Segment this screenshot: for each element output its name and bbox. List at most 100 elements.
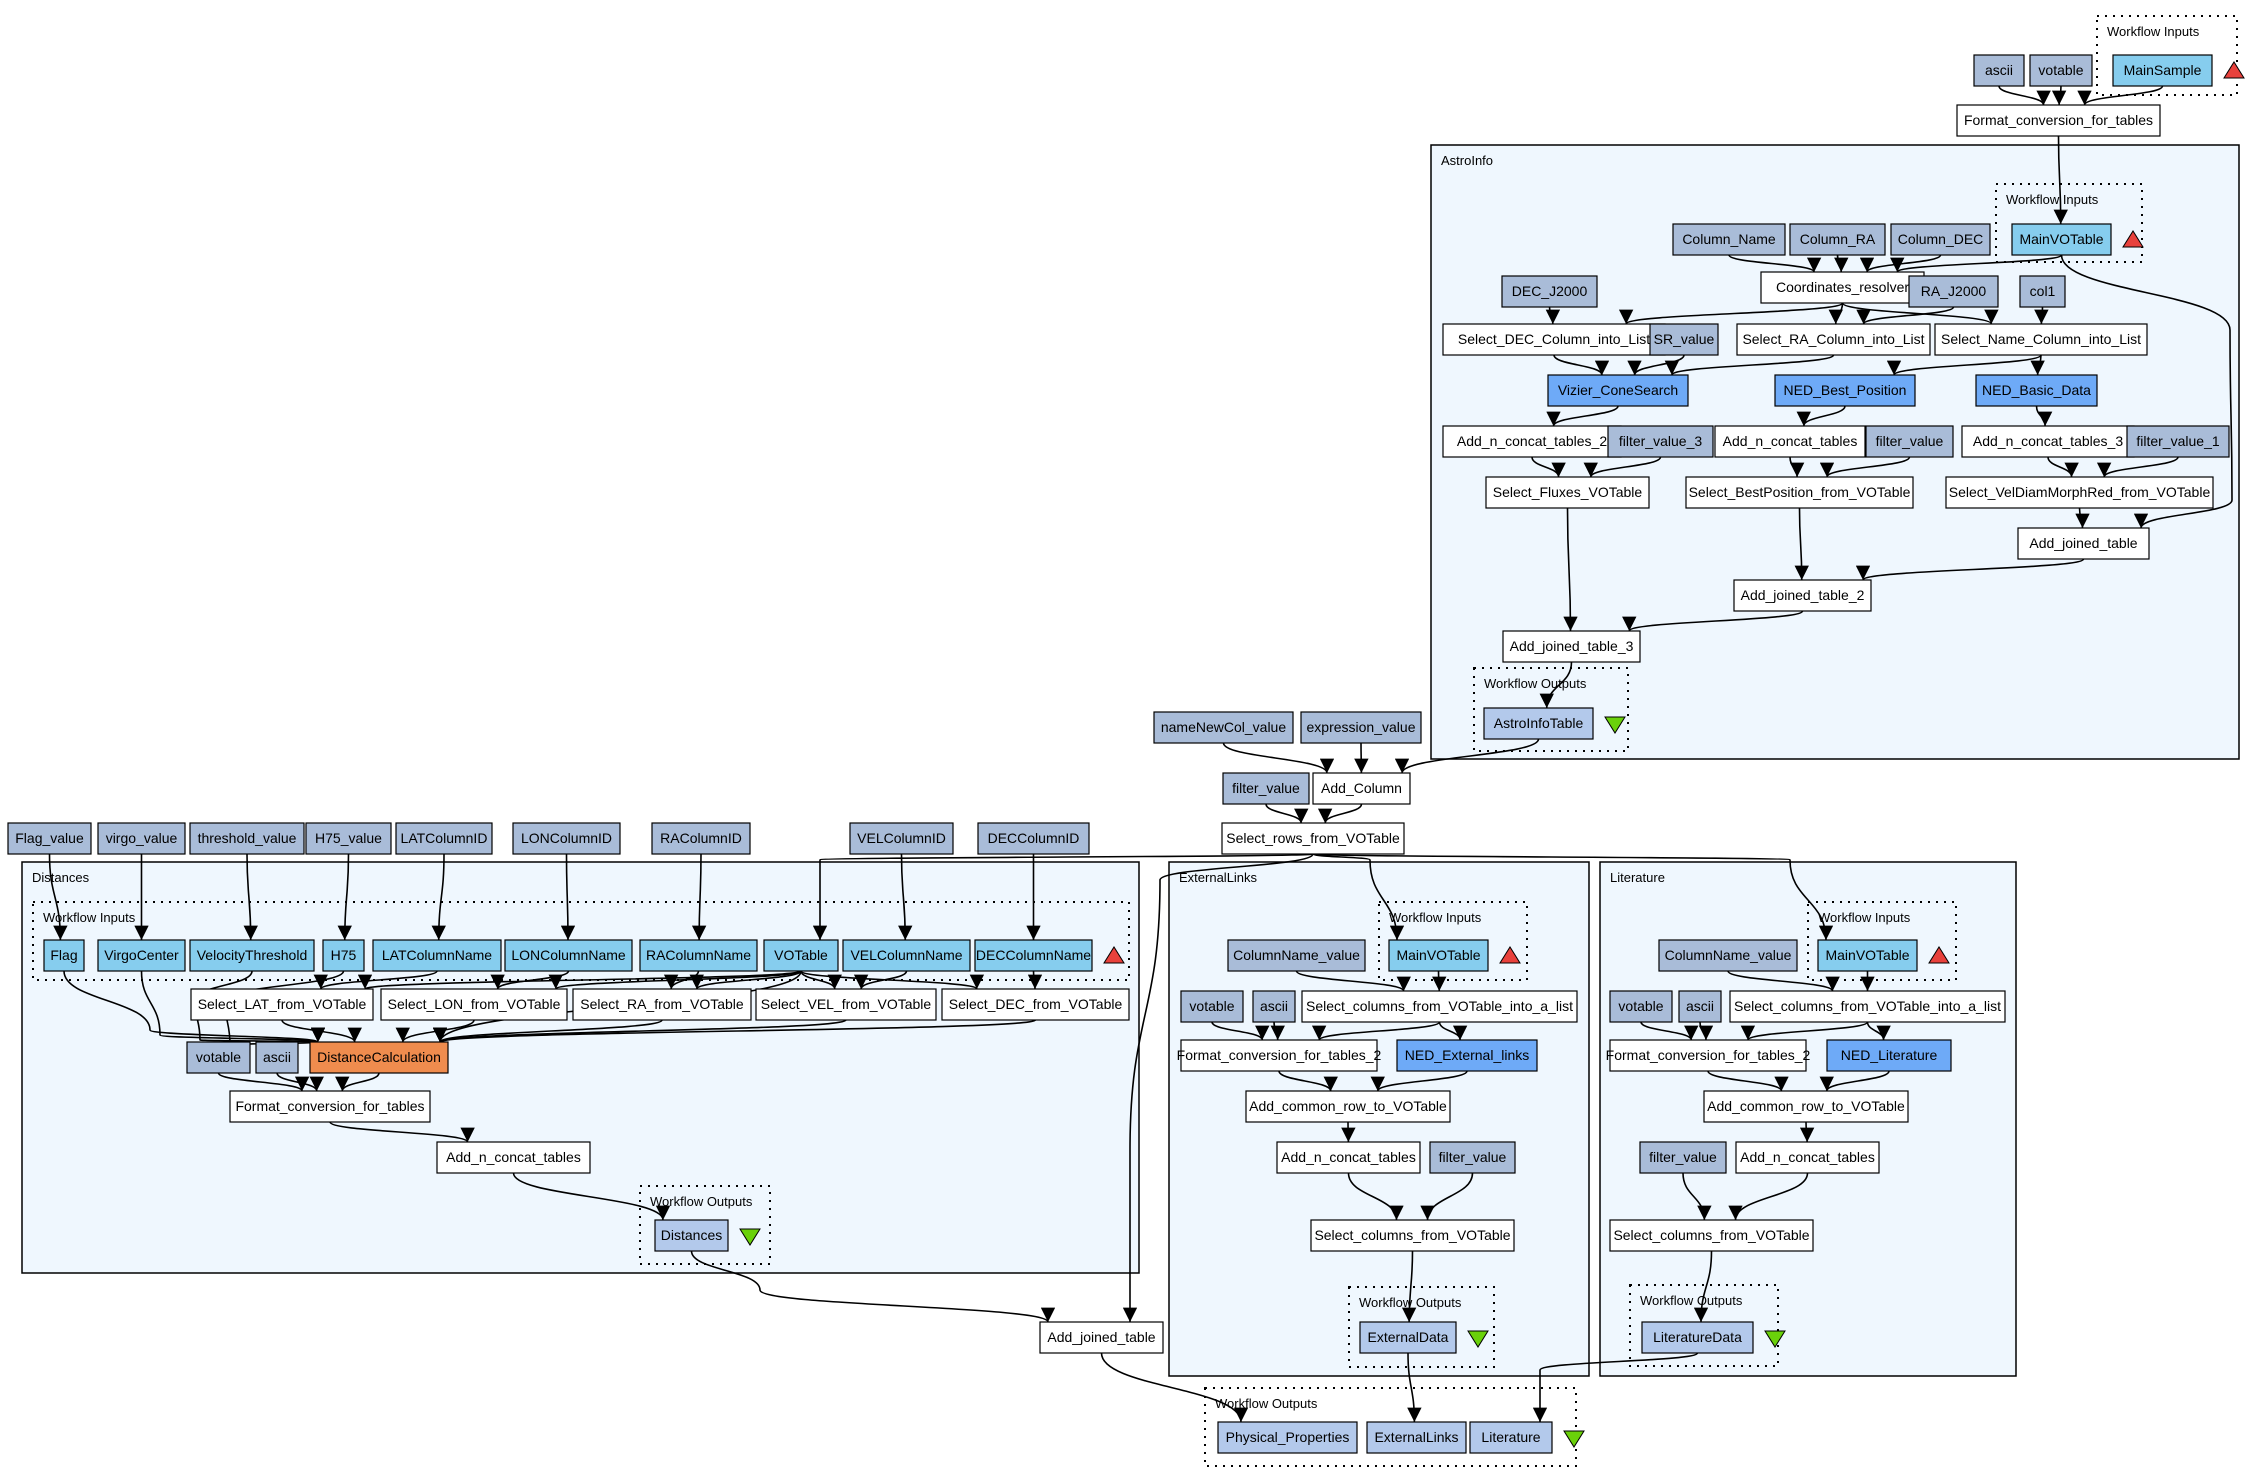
node-l-addrow[interactable]: Add_common_row_to_VOTable [1703,1090,1909,1123]
node-d-selvel[interactable]: Select_VEL_from_VOTable [755,988,937,1021]
node-a-out[interactable]: AstroInfoTable [1483,707,1594,740]
node-m-selrows[interactable]: Select_rows_from_VOTable [1221,822,1405,855]
node-a-fv3[interactable]: filter_value_3 [1607,425,1714,458]
node-g-ra[interactable]: RAColumnID [651,822,751,855]
node-l-votable[interactable]: votable [1609,990,1673,1023]
node-d-sellon[interactable]: Select_LON_from_VOTable [380,988,568,1021]
node-a-selra[interactable]: Select_RA_Column_into_List [1736,323,1931,356]
node-a-selbest[interactable]: Select_BestPosition_from_VOTable [1685,476,1914,509]
node-l-selvot[interactable]: Select_columns_from_VOTable [1609,1219,1814,1252]
node-a-seldec[interactable]: Select_DEC_Column_into_List [1442,323,1666,356]
node-t-mainsample[interactable]: MainSample [2112,54,2213,87]
node-a-fv[interactable]: filter_value [1865,425,1954,458]
node-d-votable[interactable]: votable [186,1041,251,1074]
node-g-vel[interactable]: VELColumnID [849,822,954,855]
node-label: nameNewCol_value [1161,719,1287,735]
node-a-vizier[interactable]: Vizier_ConeSearch [1547,374,1689,407]
node-d-ra[interactable]: RAColumnName [639,939,758,972]
node-l-format[interactable]: Format_conversion_for_tables_2 [1606,1039,1811,1072]
node-a-fv1[interactable]: filter_value_1 [2126,425,2230,458]
node-d-flag[interactable]: Flag [43,939,85,972]
node-m-namecol[interactable]: nameNewCol_value [1153,711,1294,744]
node-a-col1[interactable]: col1 [2019,275,2066,308]
node-g-lon[interactable]: LONColumnID [512,822,621,855]
node-d-vth[interactable]: VelocityThreshold [189,939,315,972]
node-m-expr[interactable]: expression_value [1300,711,1422,744]
node-e-addrow[interactable]: Add_common_row_to_VOTable [1245,1090,1451,1123]
node-l-mainvot[interactable]: MainVOTable [1817,939,1918,972]
node-g-h75[interactable]: H75_value [305,822,392,855]
node-e-selcols[interactable]: Select_columns_from_VOTable_into_a_list [1301,990,1578,1023]
node-g-flag[interactable]: Flag_value [7,822,92,855]
node-e-mainvot[interactable]: MainVOTable [1388,939,1489,972]
node-m-addcol[interactable]: Add_Column [1312,772,1411,805]
node-a-selflux[interactable]: Select_Fluxes_VOTable [1485,476,1650,509]
node-l-ned[interactable]: NED_Literature [1826,1039,1952,1072]
node-l-out[interactable]: LiteratureData [1641,1321,1754,1354]
node-o-ext[interactable]: ExternalLinks [1366,1421,1467,1454]
node-d-sellat[interactable]: Select_LAT_from_VOTable [190,988,374,1021]
node-t-format[interactable]: Format_conversion_for_tables [1956,104,2161,137]
node-a-addj[interactable]: Add_joined_table [2017,527,2150,560]
node-d-vot[interactable]: VOTable [763,939,839,972]
node-a-sr[interactable]: SR_value [1649,323,1719,356]
node-e-ascii[interactable]: ascii [1252,990,1296,1023]
node-a-colra[interactable]: Column_RA [1789,223,1886,256]
node-d-ascii[interactable]: ascii [255,1041,299,1074]
node-l-addn[interactable]: Add_n_concat_tables [1735,1141,1880,1174]
node-d-dec[interactable]: DECColumnName [974,939,1093,972]
node-l-fv[interactable]: filter_value [1639,1141,1727,1174]
node-a-raj[interactable]: RA_J2000 [1908,275,1999,308]
node-g-virgo[interactable]: virgo_value [97,822,186,855]
node-e-colname[interactable]: ColumnName_value [1227,939,1366,972]
node-a-coldec[interactable]: Column_DEC [1890,223,1991,256]
node-d-lat[interactable]: LATColumnName [372,939,502,972]
node-d-addn[interactable]: Add_n_concat_tables [436,1141,591,1174]
edge-a-coord-to-a-seldec [1619,302,1844,325]
node-d-h75[interactable]: H75 [322,939,365,972]
edge-a-col1-to-a-selname [2034,306,2049,325]
node-d-lon[interactable]: LONColumnName [504,939,633,972]
node-a-selvel[interactable]: Select_VelDiamMorphRed_from_VOTable [1945,476,2214,509]
node-a-nedbest[interactable]: NED_Best_Position [1774,374,1916,407]
node-m-filter[interactable]: filter_value [1222,772,1310,805]
node-e-out[interactable]: ExternalData [1359,1321,1457,1354]
cluster-label: Workflow Inputs [2006,192,2099,207]
node-g-lat[interactable]: LATColumnID [395,822,493,855]
node-a-mainvot[interactable]: MainVOTable [2011,223,2112,256]
node-a-colname[interactable]: Column_Name [1672,223,1786,256]
node-o-phys[interactable]: Physical_Properties [1217,1421,1358,1454]
node-e-selvot[interactable]: Select_columns_from_VOTable [1310,1219,1515,1252]
node-l-colname[interactable]: ColumnName_value [1658,939,1798,972]
node-d-virgo[interactable]: VirgoCenter [97,939,186,972]
node-a-addj3[interactable]: Add_joined_table_3 [1502,630,1641,663]
node-g-dec[interactable]: DECColumnID [977,822,1090,855]
node-d-vel[interactable]: VELColumnName [842,939,971,972]
node-e-ned[interactable]: NED_External_links [1396,1039,1538,1072]
edge-d-vot-to-d-selra [689,970,802,990]
node-e-format[interactable]: Format_conversion_for_tables_2 [1177,1039,1382,1072]
node-o-lit[interactable]: Literature [1469,1421,1553,1454]
node-a-nedbasic[interactable]: NED_Basic_Data [1975,374,2098,407]
node-e-votable[interactable]: votable [1180,990,1244,1023]
node-l-ascii[interactable]: ascii [1678,990,1722,1023]
node-e-addn[interactable]: Add_n_concat_tables [1276,1141,1421,1174]
node-a-addn2[interactable]: Add_n_concat_tables_2 [1442,425,1622,458]
node-t-votable[interactable]: votable [2029,54,2093,87]
node-d-out[interactable]: Distances [654,1219,729,1252]
node-e-fv[interactable]: filter_value [1429,1141,1516,1174]
node-t-ascii[interactable]: ascii [1973,54,2025,87]
node-d-calc[interactable]: DistanceCalculation [309,1041,449,1074]
node-l-selcols[interactable]: Select_columns_from_VOTable_into_a_list [1729,990,2006,1023]
node-a-selname[interactable]: Select_Name_Column_into_List [1934,323,2148,356]
node-d-selra[interactable]: Select_RA_from_VOTable [572,988,752,1021]
node-a-coord[interactable]: Coordinates_resolver [1760,271,1925,304]
node-g-thresh[interactable]: threshold_value [189,822,305,855]
node-a-decj[interactable]: DEC_J2000 [1501,275,1598,308]
node-d-format[interactable]: Format_conversion_for_tables [229,1090,431,1123]
node-a-addn3[interactable]: Add_n_concat_tables_3 [1961,425,2135,458]
node-a-addn[interactable]: Add_n_concat_tables [1714,425,1866,458]
node-a-addj2[interactable]: Add_joined_table_2 [1733,579,1872,612]
node-d-seldec[interactable]: Select_DEC_from_VOTable [941,988,1130,1021]
node-m-addj[interactable]: Add_joined_table [1039,1321,1164,1354]
